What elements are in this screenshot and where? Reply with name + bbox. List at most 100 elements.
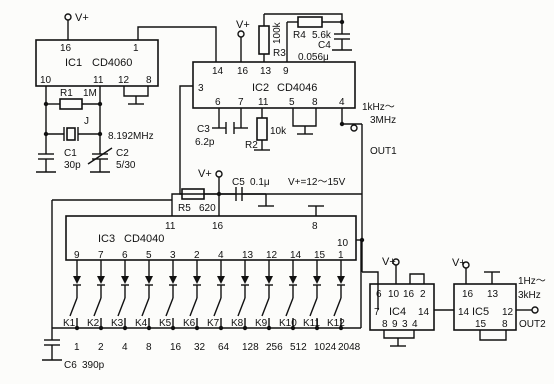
diode <box>313 276 321 286</box>
ic1-block: IC1 CD4060 16 1 10 11 12 8 <box>35 39 159 87</box>
c6-label: C6 <box>64 360 77 371</box>
wire-ic2-pin3 <box>179 85 362 195</box>
diode <box>217 276 225 286</box>
switch-label: K5 <box>159 318 172 329</box>
ic5-pin-13: 13 <box>487 289 499 300</box>
wire-to-ic4 <box>362 271 379 310</box>
supply-range: V+=12～15V <box>288 177 346 188</box>
ic1-pin-12: 12 <box>118 75 130 86</box>
wire-ic2-gnd <box>292 108 317 127</box>
switch-label: K12 <box>327 318 345 329</box>
ic3-vplus: V+ <box>198 168 223 216</box>
ic1-pin-16: 16 <box>60 43 72 54</box>
ic4-pin-3: 3 <box>402 319 408 330</box>
out2-freq-high: 3kHz <box>518 290 541 301</box>
ic3-vplus-label: V+ <box>198 168 212 180</box>
switch-label: K10 <box>279 318 297 329</box>
out2-terminal <box>531 306 539 314</box>
diode <box>73 276 81 286</box>
ic3-output-pin-label: 4 <box>218 250 224 261</box>
ic2-part: CD4046 <box>277 82 317 94</box>
r1-resistor <box>59 98 83 110</box>
ic1-pin-8: 8 <box>146 75 152 86</box>
c1-value: 30p <box>64 160 81 171</box>
c3-value: 6.2p <box>195 137 215 148</box>
ic4-pin-7: 7 <box>374 307 380 318</box>
ic5-pin-8: 8 <box>502 319 508 330</box>
c6-value: 390p <box>82 360 105 371</box>
ic4-pin-6: 6 <box>376 289 382 300</box>
switch-label: K3 <box>111 318 124 329</box>
out1-freq-low: 1kHz～ <box>362 102 395 113</box>
ic3-block: IC3 CD4040 11 16 8 10 <box>65 215 357 261</box>
c5-label: C5 <box>232 177 245 188</box>
c2-trimmer-capacitor <box>87 147 113 173</box>
ic4-pin-16: 16 <box>403 289 415 300</box>
ic1-name: IC1 <box>65 57 82 69</box>
ic2-pin-3: 3 <box>198 83 204 94</box>
ic2-name: IC2 <box>252 82 269 94</box>
ic5-pin-12: 12 <box>502 307 514 318</box>
ic4-vplus-label: V+ <box>382 256 396 268</box>
ic1-vplus: V+ <box>64 12 89 40</box>
ic2-pin-6: 6 <box>215 97 221 108</box>
ic3-output-pin-label: 15 <box>314 250 326 261</box>
wire-ic2-pin4 <box>341 108 362 125</box>
wire-ic1-gnd <box>123 86 149 97</box>
r1-value: 1M <box>83 88 97 99</box>
ic5-block: IC5 16 13 14 12 15 8 <box>453 283 517 331</box>
divisor-label: 1 <box>74 342 80 353</box>
ic3-output-pin-label: 14 <box>290 250 302 261</box>
divisor-label: 32 <box>194 342 206 353</box>
ic4-pin-2: 2 <box>420 289 426 300</box>
divisor-label: 2 <box>98 342 104 353</box>
ic4-pin-14: 14 <box>418 307 430 318</box>
ic2-pin-9: 9 <box>283 66 289 77</box>
switch-label: K7 <box>207 318 220 329</box>
divider-switch[interactable] <box>165 297 176 331</box>
divisor-label: 64 <box>218 342 230 353</box>
r2-resistor <box>256 117 268 141</box>
ic2-vplus-label: V+ <box>236 19 250 31</box>
ic3-pin-11: 11 <box>165 221 176 232</box>
ic5-pin-16: 16 <box>462 289 474 300</box>
ic2-pin-11: 11 <box>258 97 269 108</box>
ic1-vplus-label: V+ <box>75 12 89 24</box>
switch-label: K9 <box>255 318 268 329</box>
crystal-label: J <box>84 116 89 127</box>
ic4-name: IC4 <box>389 306 406 318</box>
diode <box>265 276 273 286</box>
diode <box>145 276 153 286</box>
ic3-output-pin-label: 2 <box>194 250 200 261</box>
c4-capacitor <box>332 33 352 51</box>
r1-label: R1 <box>60 88 73 99</box>
switch-label: K1 <box>63 318 76 329</box>
ic5-pin-15: 15 <box>475 319 487 330</box>
ic2-pin-8: 8 <box>312 97 318 108</box>
ic3-output-pin-label: 5 <box>146 250 152 261</box>
ic2-block: IC2 CD4046 14 16 13 9 3 6 7 11 5 8 4 <box>192 61 356 109</box>
ic4-block: IC4 6 10 16 2 7 14 8 9 3 4 <box>369 283 435 331</box>
ic2-pin-16: 16 <box>237 66 249 77</box>
divisor-label: 16 <box>170 342 182 353</box>
ic2-pin-7: 7 <box>238 97 244 108</box>
ic3-pin-8: 8 <box>312 221 318 232</box>
ic1-part: CD4060 <box>92 57 132 69</box>
ic4-pin-10: 10 <box>388 289 400 300</box>
switch-label: K2 <box>87 318 100 329</box>
c1-label: C1 <box>64 148 77 159</box>
c6-capacitor <box>42 339 62 361</box>
r3-label: R3 <box>273 48 286 59</box>
out1-terminal <box>350 124 358 132</box>
ic3-output-pin-label: 1 <box>338 250 344 261</box>
switch-label: K6 <box>183 318 196 329</box>
r4-value: 5.6k <box>312 30 332 41</box>
ic3-output-pin-label: 13 <box>242 250 254 261</box>
diode <box>241 276 249 286</box>
divider-switch[interactable] <box>189 297 200 331</box>
r2-label: R2 <box>245 140 258 151</box>
ic5-vplus-label: V+ <box>452 257 466 269</box>
ic5-name: IC5 <box>472 306 489 318</box>
ic2-pin-13: 13 <box>260 66 272 77</box>
